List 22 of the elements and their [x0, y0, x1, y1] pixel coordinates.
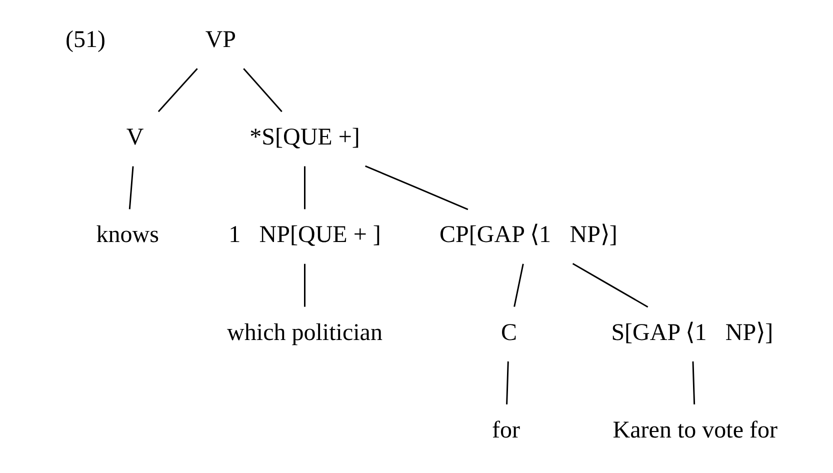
node-text: 1⃞NP[QUE + ] — [228, 222, 380, 248]
node-text: Karen to vote for — [612, 417, 778, 444]
connector — [513, 264, 524, 307]
connector — [692, 361, 695, 404]
connector — [128, 166, 134, 210]
connector — [242, 68, 282, 112]
connector — [506, 361, 508, 404]
node-text: which politician — [226, 320, 382, 346]
node-text: V — [126, 124, 144, 151]
node-text: VP — [204, 27, 236, 54]
node-text: S[GAP ⟨1⃞NP⟩] — [610, 320, 773, 346]
node-text: C — [500, 320, 516, 346]
connector — [364, 165, 468, 210]
node-text: *S[QUE +] — [249, 124, 360, 151]
connector — [304, 264, 306, 307]
label: (51) — [65, 27, 106, 54]
connector — [304, 166, 306, 210]
node-text: for — [491, 417, 520, 444]
connector — [572, 262, 648, 308]
node-text: knows — [96, 222, 158, 248]
node-text: CP[GAP ⟨1⃞NP⟩] — [439, 222, 617, 248]
connector — [157, 68, 198, 112]
